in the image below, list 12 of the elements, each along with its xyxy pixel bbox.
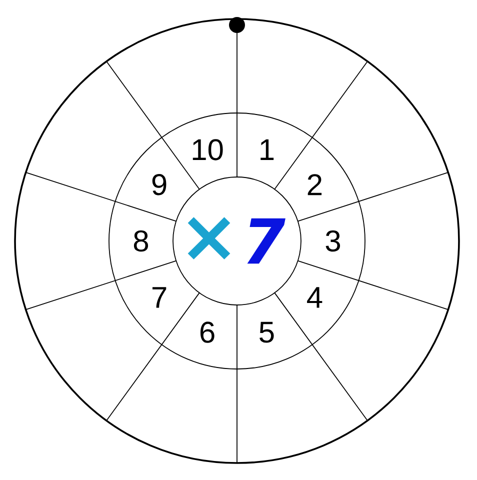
- number-label: 4: [307, 287, 322, 308]
- number-label: 7: [152, 287, 166, 308]
- multiply-sign: ×: [188, 217, 230, 260]
- number-label: 6: [200, 322, 214, 343]
- number-label: 5: [260, 322, 274, 343]
- number-label: 8: [134, 230, 148, 252]
- number-label: 2: [308, 174, 322, 196]
- number-label: 1: [260, 139, 274, 160]
- number-label: 3: [326, 230, 340, 252]
- number-label: 10: [192, 139, 223, 160]
- factor-number: 7: [247, 218, 286, 264]
- number-label: 9: [152, 174, 166, 196]
